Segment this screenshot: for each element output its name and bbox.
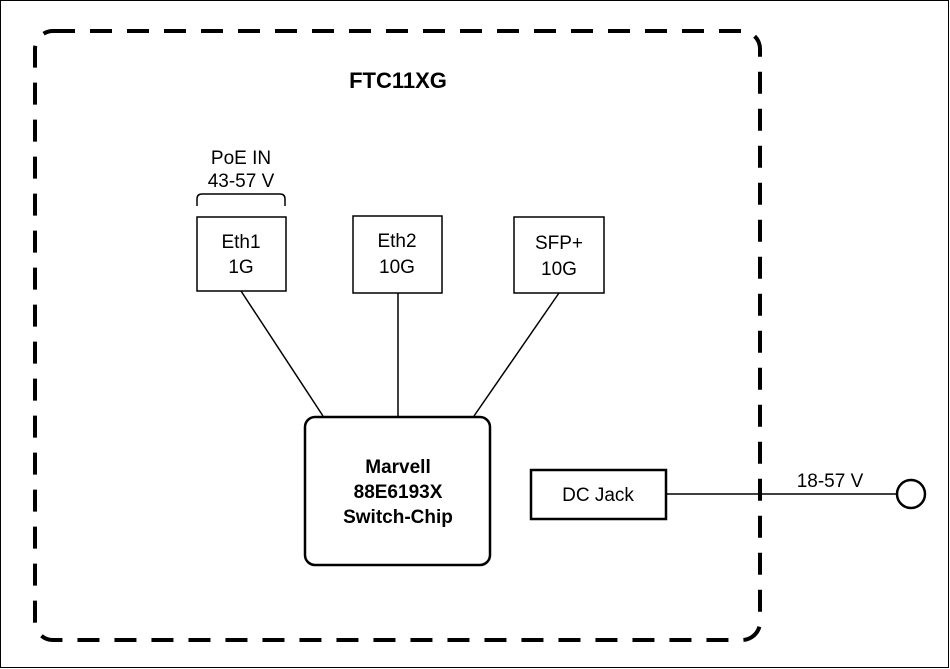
switch-chip-box — [303, 415, 492, 567]
dc-jack-box — [529, 468, 668, 521]
port-eth2-speed: 10G — [379, 257, 415, 278]
link-eth1-chip — [240, 290, 324, 417]
power-terminal-circle — [895, 478, 927, 510]
poe-bracket — [196, 193, 286, 206]
poe-voltage-label: 43-57 V — [208, 171, 275, 192]
port-eth1-box — [196, 216, 287, 292]
port-sfp-name: SFP+ — [535, 233, 583, 254]
chip-vendor: Marvell — [365, 457, 430, 478]
port-eth1-speed: 1G — [228, 257, 253, 278]
port-sfp-speed: 10G — [541, 259, 577, 280]
device-boundary — [33, 29, 762, 642]
port-eth1-name: Eth1 — [221, 232, 260, 253]
power-input-voltage: 18-57 V — [797, 471, 864, 492]
device-title: FTC11XG — [349, 68, 447, 93]
dc-jack-label: DC Jack — [562, 485, 634, 506]
port-eth2-name: Eth2 — [377, 231, 416, 252]
chip-model: 88E6193X — [354, 482, 443, 503]
port-eth2-box — [352, 215, 443, 294]
chip-type: Switch-Chip — [343, 507, 453, 528]
link-sfp-chip — [473, 292, 560, 417]
port-sfp-box — [513, 216, 605, 294]
poe-label: PoE IN — [211, 148, 271, 169]
